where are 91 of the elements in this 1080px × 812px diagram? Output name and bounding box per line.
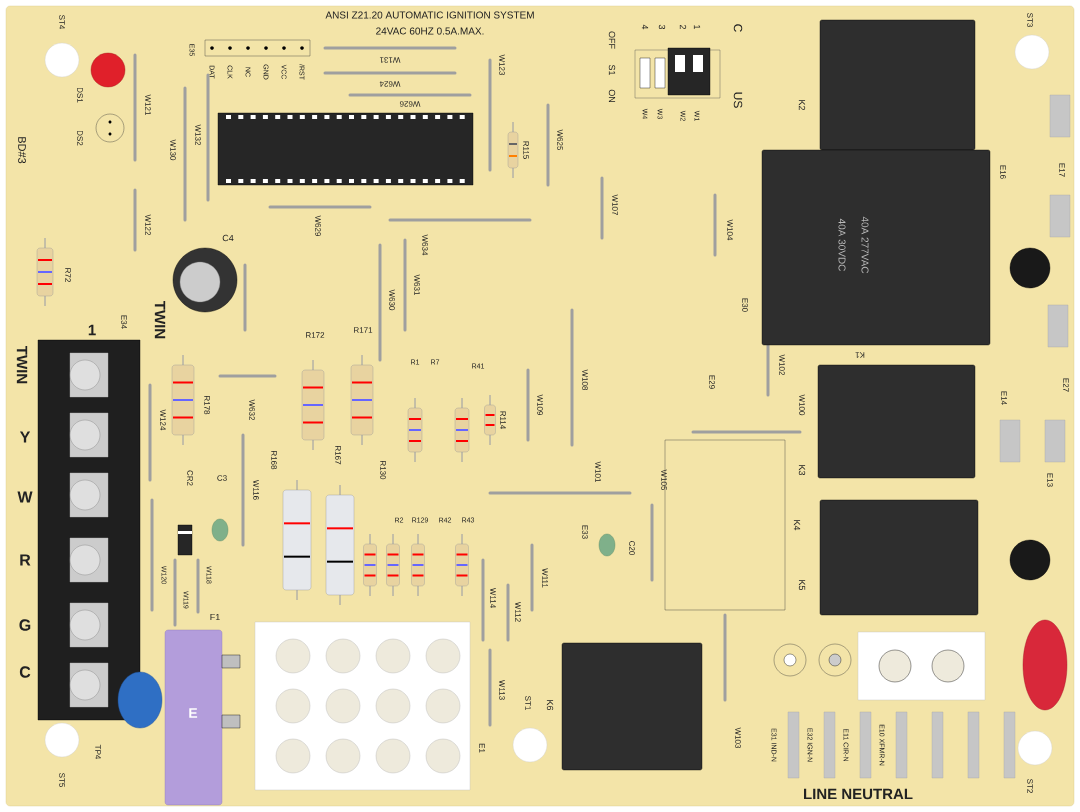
silkscreen-label: C — [733, 24, 743, 32]
silkscreen-label: R — [20, 554, 31, 566]
silkscreen-label: ST5 — [59, 773, 65, 787]
silkscreen-label: DS1 — [77, 87, 83, 103]
silkscreen-label: E29 — [709, 375, 715, 389]
silkscreen-label: W624 — [379, 81, 401, 87]
silkscreen-label: 3 — [658, 24, 666, 30]
silkscreen-label: W121 — [145, 94, 151, 116]
silkscreen-label: ST3 — [1027, 13, 1033, 27]
silkscreen-label: K1 — [855, 352, 865, 358]
silkscreen-label: CR2 — [187, 470, 193, 486]
silkscreen-label: R130 — [380, 461, 386, 480]
silkscreen-label: TP4 — [95, 744, 101, 760]
silkscreen-label: S1 — [608, 64, 616, 76]
silkscreen-label: 2 — [679, 24, 687, 30]
silkscreen-label: W107 — [612, 194, 618, 216]
silkscreen-label: R167 — [335, 446, 341, 465]
silkscreen-label: Y — [19, 431, 31, 443]
silkscreen-label: E — [189, 708, 198, 718]
silkscreen-label: BD#3 — [18, 137, 26, 164]
silkscreen-label: W630 — [389, 289, 395, 311]
silkscreen-label: R178 — [204, 396, 210, 415]
silkscreen-label: W123 — [499, 54, 505, 76]
silkscreen-label: R115 — [523, 141, 529, 159]
silkscreen-label: W629 — [315, 215, 321, 237]
silkscreen-label: W102 — [779, 354, 785, 376]
silkscreen-label: W132 — [195, 124, 201, 146]
silkscreen-label: K5 — [798, 580, 806, 591]
silkscreen-label: C4 — [222, 234, 234, 242]
silkscreen-label: 1 — [88, 324, 96, 336]
silkscreen-label: C3 — [217, 475, 227, 481]
silkscreen-label: E30 — [742, 298, 748, 312]
silkscreen-label: W632 — [249, 399, 255, 421]
silkscreen-label: F1 — [210, 613, 220, 621]
silkscreen-label: W112 — [515, 601, 521, 622]
silkscreen-label: W104 — [727, 219, 733, 241]
silkscreen-label: LINE NEUTRAL — [804, 788, 913, 800]
silkscreen-label: W116 — [253, 479, 259, 500]
silkscreen-label: 24VAC 60HZ 0.5A.MAX. — [376, 27, 484, 35]
silkscreen-label: K3 — [798, 465, 806, 476]
silkscreen-label: W103 — [735, 727, 741, 749]
silkscreen-label: R72 — [65, 268, 71, 282]
silkscreen-label: W634 — [422, 234, 428, 256]
silkscreen-label: W105 — [661, 469, 667, 491]
silkscreen-label: W124 — [160, 409, 166, 431]
silkscreen-label: W114 — [490, 587, 496, 608]
silkscreen-label: C20 — [629, 541, 635, 555]
silkscreen-label: TWIN — [154, 301, 166, 339]
silkscreen-label: W631 — [414, 274, 420, 296]
silkscreen-label: W101 — [595, 461, 601, 483]
silkscreen-label: DS2 — [77, 130, 83, 146]
silkscreen-label: OFF — [608, 31, 616, 49]
silkscreen-label: 1 — [693, 25, 701, 30]
silkscreen-label: W130 — [170, 139, 176, 161]
silkscreen-label: E33 — [582, 525, 588, 539]
silkscreen-label: R168 — [271, 451, 277, 470]
silkscreen-label: ST1 — [525, 696, 531, 710]
silkscreen-label: W122 — [145, 214, 151, 236]
silkscreen-label: K4 — [793, 520, 801, 531]
silkscreen-label: W625 — [557, 129, 563, 151]
silkscreen-label: W108 — [582, 369, 588, 391]
silkscreen-label: E34 — [121, 315, 127, 329]
silkscreen-label: W111 — [542, 568, 548, 588]
silkscreen-label: E13 — [1047, 473, 1053, 487]
silkscreen-label: ST4 — [59, 15, 65, 30]
silkscreen-label: W109 — [537, 394, 543, 416]
silkscreen-label: TWIN — [16, 346, 28, 384]
silkscreen-label: E17 — [1059, 163, 1065, 177]
silkscreen-label: W626 — [399, 101, 421, 107]
silkscreen-label: W131 — [379, 57, 401, 63]
silkscreen-label: E27 — [1063, 378, 1069, 392]
silkscreen-label: R171 — [354, 327, 373, 333]
silkscreen-label: 40A 30VDC — [838, 218, 846, 271]
silkscreen-label: W — [17, 491, 33, 503]
silkscreen-label: ON — [608, 89, 616, 103]
silkscreen-label: US — [733, 92, 743, 108]
silkscreen-label: E1 — [479, 743, 485, 753]
silkscreen-label: ST2 — [1027, 779, 1033, 793]
silkscreen-label: G — [19, 619, 31, 631]
silkscreen-label: R172 — [306, 332, 325, 338]
silkscreen-label: 40A 277VAC — [861, 216, 869, 274]
silkscreen-label: R114 — [500, 411, 506, 430]
silkscreen-label: K2 — [798, 100, 806, 111]
silkscreen-label: 4 — [641, 24, 649, 30]
silkscreen-label: E14 — [1001, 391, 1007, 405]
silkscreen-label: K6 — [546, 700, 554, 711]
silkscreen-label: ANSI Z21.20 AUTOMATIC IGNITION SYSTEM — [325, 11, 534, 19]
silkscreen-label: E16 — [1000, 165, 1006, 179]
silkscreen-label: W100 — [799, 394, 805, 416]
silkscreen-label: W113 — [499, 679, 505, 700]
silkscreen-label: C — [19, 666, 31, 678]
